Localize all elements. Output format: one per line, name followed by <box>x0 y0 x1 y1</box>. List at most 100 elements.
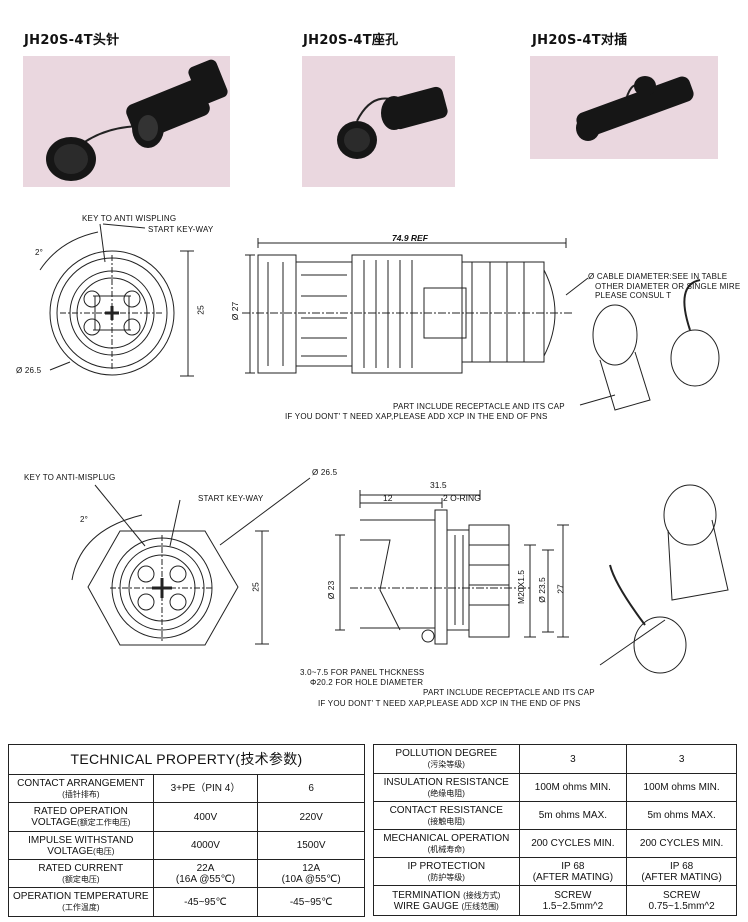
table-row: MECHANICAL OPERATION(机械寿命) 200 CYCLES MI… <box>373 829 737 858</box>
row-value-b: SCREW <box>663 889 701 901</box>
row-value-a: 4000V <box>152 831 259 860</box>
height-dim-2: 25 <box>250 582 261 592</box>
row-label-cn: (绝缘电阻) <box>427 788 465 798</box>
length-dim: 31.5 <box>430 480 447 490</box>
diameter-dim: Ø 26.5 <box>16 366 42 375</box>
photo-title-plug: JH20S-4T头针 <box>24 33 120 48</box>
hole-diameter-note: Φ20.2 FOR HOLE DIAMETER <box>310 678 424 687</box>
part-note-3: PART INCLUDE RECEPTACLE AND ITS CAP <box>423 688 595 697</box>
row-label-cn: (额定电压) <box>62 874 100 884</box>
key-anti-misplug-label: KEY TO ANTI-MISPLUG <box>24 473 116 482</box>
row-value-a: 5m ohms MAX. <box>518 801 628 830</box>
part-note-4: IF YOU DONT' T NEED XAP,PLEASE ADD XCP I… <box>318 699 581 708</box>
key-anti-wispling-label: KEY TO ANTI WISPLING <box>82 214 177 223</box>
row-value-b: 5m ohms MAX. <box>626 801 737 830</box>
row-label: CONTACT ARRANGEMENT <box>17 777 145 789</box>
tech-table-title: TECHNICAL PROPERTY(技术参数) <box>8 744 365 775</box>
row-label-2: VOLTAGE <box>31 817 78 828</box>
cable-note-3: PLEASE CONSUL T <box>595 291 672 300</box>
panel-thickness-note: 3.0~7.5 FOR PANEL THCKNESS <box>300 668 425 677</box>
row-label: IMPULSE WITHSTAND <box>28 834 134 846</box>
row-label: RATED CURRENT <box>38 862 124 874</box>
row-label: IP PROTECTION <box>407 860 486 872</box>
row-value-b: IP 68 <box>670 860 694 872</box>
row-value-a: 200 CYCLES MIN. <box>518 829 628 858</box>
row-label: TERMINATION <box>392 889 461 901</box>
height-dim: 25 <box>195 305 206 315</box>
row-label-cn: (工作温度) <box>62 903 100 912</box>
cable-note-1: Ø CABLE DIAMETER:SEE IN TABLE <box>588 272 728 281</box>
table-row: INSULATION RESISTANCE(绝缘电阻) 100M ohms MI… <box>373 773 737 802</box>
row-value-b: 12A <box>302 862 321 874</box>
row-value-b: 1500V <box>257 831 365 860</box>
part-note-1: PART INCLUDE RECEPTACLE AND ITS CAP <box>393 402 565 411</box>
row-label-cn: (接线方式) <box>463 890 501 900</box>
table-row: OPERATION TEMPERATURE(工作温度) -45~95℃ -45~… <box>8 887 365 917</box>
angle-label: 2° <box>35 248 44 257</box>
table-row: POLLUTION DEGREE(污染等级) 3 3 <box>373 744 737 774</box>
row-label: RATED OPERATION <box>33 806 128 817</box>
table-row: IP PROTECTION(防护等级) IP 68(AFTER MATING) … <box>373 857 737 886</box>
row-value-b2: (10A @55℃) <box>281 873 341 885</box>
row-label-cn: (防护等级) <box>427 872 465 882</box>
row-value-a: 3 <box>518 744 628 774</box>
row-value-a2: 1.5~2.5mm^2 <box>542 900 604 912</box>
ref-length-dim: 74.9 REF <box>392 233 428 243</box>
start-keyway-label: START KEY-WAY <box>148 225 214 234</box>
row-value-b2: 0.75~1.5mm^2 <box>648 900 715 912</box>
row-value-a: IP 68 <box>561 860 585 872</box>
dia27-dim: Ø 27 <box>230 301 241 321</box>
photo-socket <box>302 56 455 187</box>
photo-title-socket: JH20S-4T座孔 <box>303 33 399 48</box>
row-label-cn: (电压) <box>93 846 115 856</box>
length-12-dim: 12 <box>383 493 393 503</box>
row-label-cn: (机械寿命) <box>427 844 465 854</box>
table-row: TERMINATION (接线方式) WIRE GAUGE (压线范围) SCRE… <box>373 885 737 916</box>
row-label: POLLUTION DEGREE <box>395 748 498 759</box>
dia235-dim: Ø 23.5 <box>536 577 547 603</box>
tech-property-table: TECHNICAL PROPERTY(技术参数) CONTACT ARRANGE… <box>8 744 365 917</box>
row-value-a: -45~95℃ <box>152 887 259 917</box>
row-label: INSULATION RESISTANCE <box>383 776 509 788</box>
row-value-a2: (16A @55℃) <box>175 873 236 885</box>
row-value-b: 6 <box>257 774 365 803</box>
row-value-b: -45~95℃ <box>257 887 365 917</box>
row-value-a: 400V <box>152 802 259 832</box>
row-label: MECHANICAL OPERATION <box>383 832 510 844</box>
photo-title-mated: JH20S-4T对插 <box>532 33 628 48</box>
row-label: CONTACT RESISTANCE <box>389 804 503 816</box>
row-value-a: SCREW <box>554 889 592 901</box>
row-label-cn: (污染等级) <box>427 760 465 769</box>
oring-label: 2 O-RING <box>443 493 481 503</box>
tech-property-table-2: POLLUTION DEGREE(污染等级) 3 3 INSULATION RE… <box>373 744 737 916</box>
row-label-cn: (插针排布) <box>62 789 100 799</box>
angle-label-2: 2° <box>80 515 89 524</box>
row-label-cn: (额定工作电压) <box>77 818 131 827</box>
table-row: CONTACT ARRANGEMENT(插针排布) 3+PE（PIN 4） 6 <box>8 774 365 803</box>
row-label-cn-2: (压线范围) <box>461 901 499 911</box>
cable-note-2: OTHER DIAMETER OR SINGLE MIRE <box>595 282 741 291</box>
photo-plug <box>23 56 230 187</box>
row-label-cn: (接触电阻) <box>427 816 465 826</box>
row-value-a: 3+PE（PIN 4） <box>152 774 259 803</box>
row-value-b: 100M ohms MIN. <box>626 773 737 802</box>
table-row: RATED CURRENT(额定电压) 22A(16A @55℃) 12A(10… <box>8 859 365 888</box>
row-label-2: VOLTAGE <box>47 845 94 857</box>
row-value-a2: (AFTER MATING) <box>532 871 614 883</box>
photo-mated <box>530 56 718 159</box>
row-value-b2: (AFTER MATING) <box>641 871 722 883</box>
diameter-dim-2: Ø 26.5 <box>312 468 338 477</box>
row-value-a: 100M ohms MIN. <box>518 773 628 802</box>
row-label-2: WIRE GAUGE <box>393 900 459 912</box>
h27-dim: 27 <box>555 584 566 594</box>
row-value-b: 220V <box>257 802 365 832</box>
row-value-b: 200 CYCLES MIN. <box>626 829 737 858</box>
table-row: CONTACT RESISTANCE(接触电阻) 5m ohms MAX. 5m… <box>373 801 737 830</box>
row-value-b: 3 <box>626 744 737 774</box>
start-keyway-label-2: START KEY-WAY <box>198 494 264 503</box>
row-value-a: 22A <box>196 862 215 874</box>
part-note-2: IF YOU DONT' T NEED XAP,PLEASE ADD XCP I… <box>285 412 548 421</box>
